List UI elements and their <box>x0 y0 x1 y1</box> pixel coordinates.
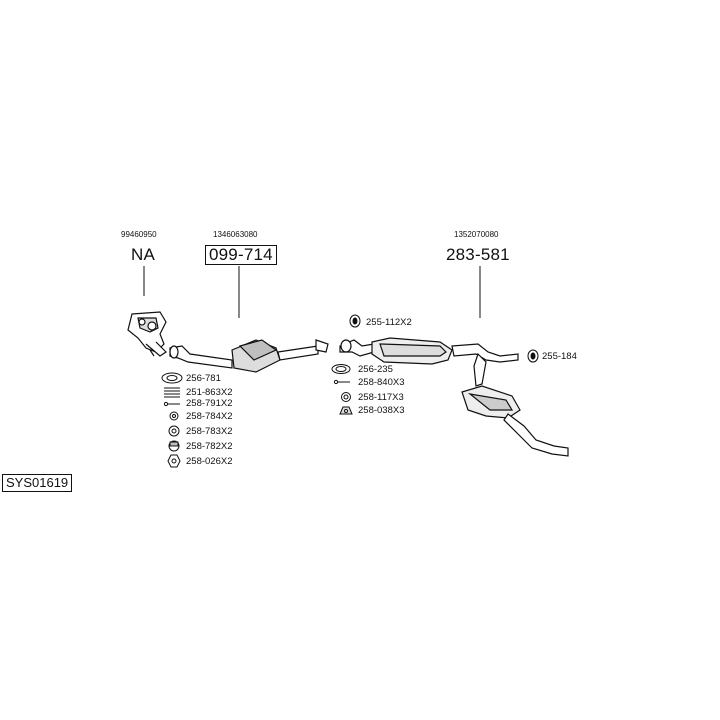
part-label[interactable]: 258-791X2 <box>186 398 233 409</box>
part-label[interactable]: 258-117X3 <box>358 392 404 403</box>
part-number-099-714[interactable]: 099-714 <box>205 245 277 265</box>
catalyst-pipe-drawing <box>169 339 329 373</box>
part-label[interactable]: 258-784X2 <box>186 411 233 422</box>
mid-parts-icons <box>331 364 353 415</box>
left-parts-icons <box>161 372 183 468</box>
manifold-drawing <box>127 311 167 357</box>
part-label[interactable]: 258-038X3 <box>358 405 405 416</box>
part-label[interactable]: 258-840X3 <box>358 377 405 388</box>
rubber-mount-icons <box>349 314 539 363</box>
part-label[interactable]: 251-863X2 <box>186 387 233 398</box>
part-number-283-581[interactable]: 283-581 <box>446 245 510 264</box>
part-label[interactable]: 258-782X2 <box>186 441 233 452</box>
oem-number-3: 1352070080 <box>454 230 499 239</box>
part-label[interactable]: 258-026X2 <box>186 456 233 467</box>
oem-number-2: 1346063080 <box>213 230 258 239</box>
part-label-mount-rear[interactable]: 255-184 <box>542 351 577 362</box>
part-label[interactable]: 256-235 <box>358 364 393 375</box>
oem-number-1: 99460950 <box>121 230 157 239</box>
part-label[interactable]: 256-781 <box>186 373 221 384</box>
muffler-drawing <box>339 337 569 457</box>
part-label-mount-front[interactable]: 255-112X2 <box>366 317 412 328</box>
system-code: SYS01619 <box>2 474 73 492</box>
part-number-na[interactable]: NA <box>131 245 156 264</box>
part-label[interactable]: 258-783X2 <box>186 426 233 437</box>
